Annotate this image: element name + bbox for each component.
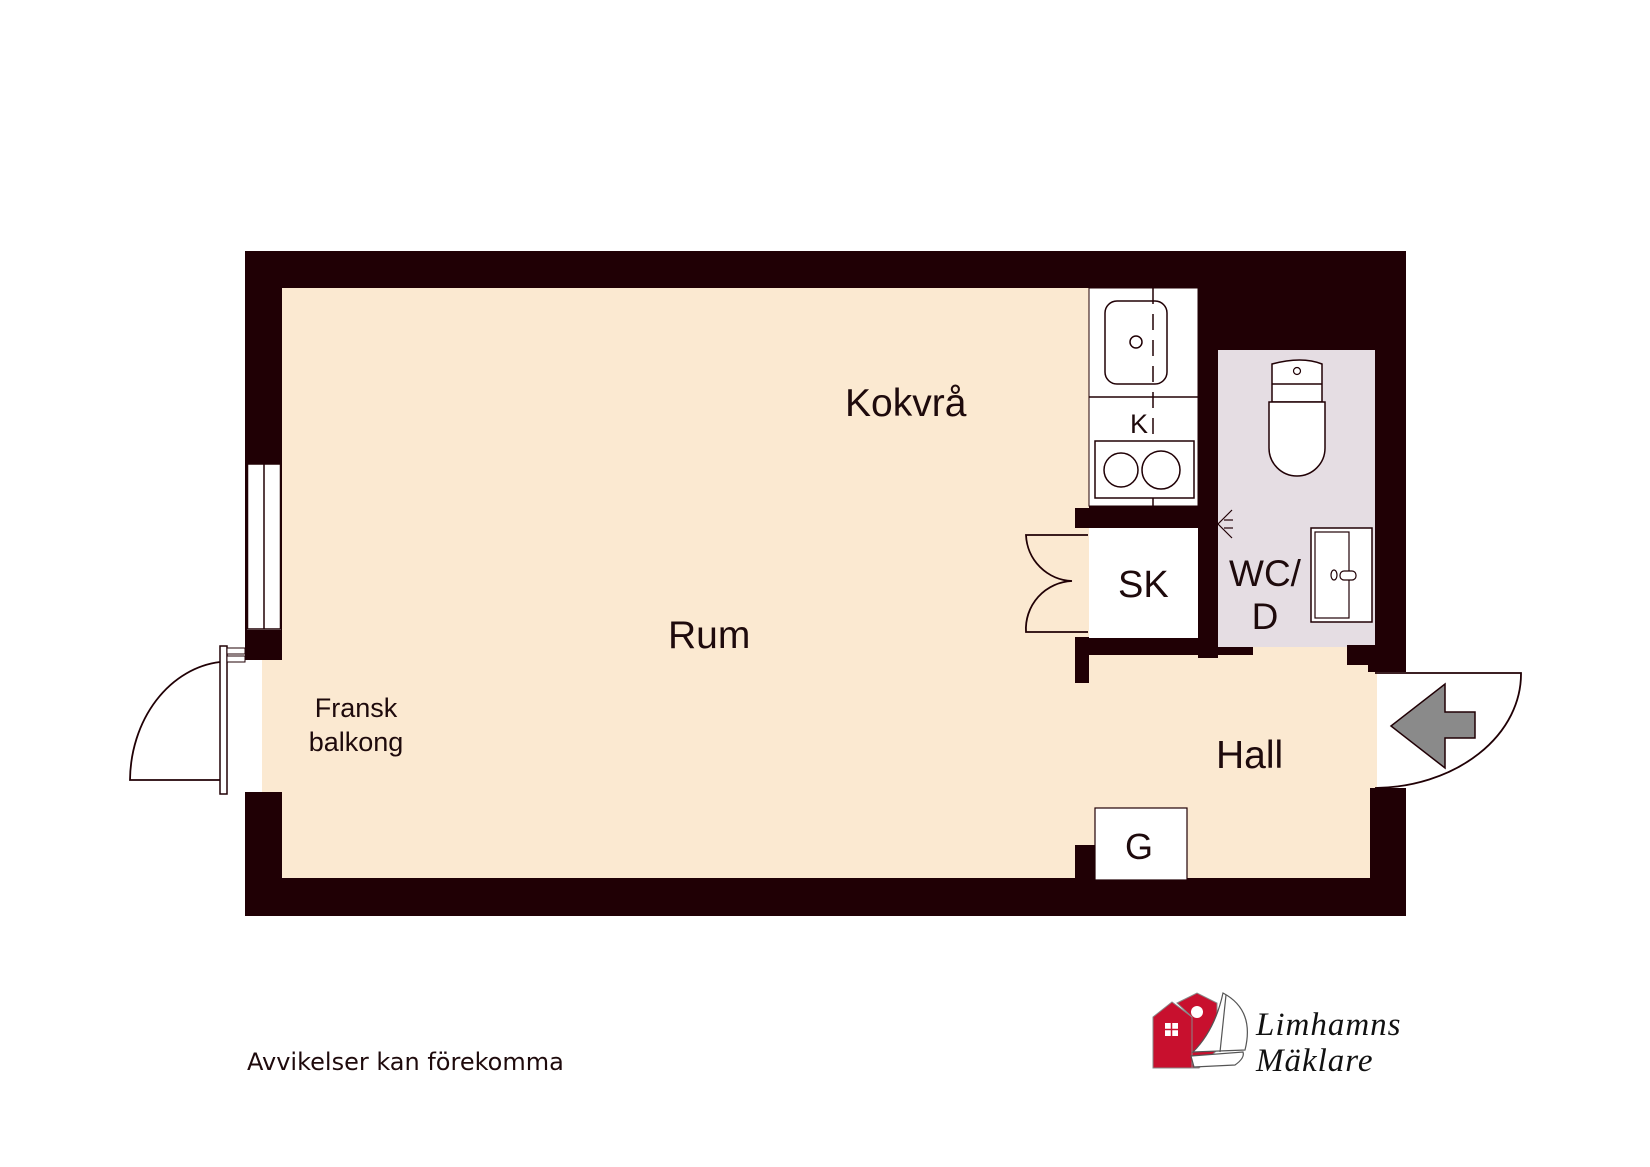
window-icon — [246, 463, 282, 630]
logo-text-line2: Mäklare — [1256, 1043, 1374, 1079]
logo-text-line1: Limhamns — [1256, 1007, 1402, 1043]
fridge-label: K — [1130, 409, 1148, 439]
sink-icon — [1104, 300, 1168, 385]
living-floor — [282, 288, 1089, 878]
room-label-balcony: Fransk balkong — [296, 692, 416, 760]
door-swing-icon — [1025, 534, 1088, 633]
logo-graphic — [1152, 992, 1248, 1069]
wc-line1: WC/ — [1229, 553, 1301, 594]
balcony-line1: Fransk — [314, 693, 398, 723]
room-label-wc: WC/ D — [1225, 553, 1305, 638]
room-label-kitchen: Kokvrå — [845, 382, 967, 425]
balcony-line2: balkong — [308, 726, 404, 757]
balcony-door-icon — [129, 645, 246, 795]
entry-arrow-icon — [1389, 682, 1476, 770]
room-label-hall: Hall — [1216, 734, 1284, 777]
wardrobe — [1094, 807, 1188, 881]
room-label-living: Rum — [668, 614, 751, 657]
washbasin-icon — [1310, 527, 1373, 623]
door-swing-icon — [1374, 672, 1522, 789]
shower-light-icon — [1217, 509, 1233, 539]
wc-line2: D — [1251, 595, 1279, 637]
stove-icon — [1094, 440, 1195, 499]
closet — [1089, 528, 1198, 638]
room-label-closet: SK — [1118, 564, 1169, 606]
disclaimer-text: Avvikelser kan förekomma — [247, 1048, 564, 1076]
toilet-icon — [1268, 359, 1326, 477]
room-label-wardrobe: G — [1125, 826, 1154, 867]
